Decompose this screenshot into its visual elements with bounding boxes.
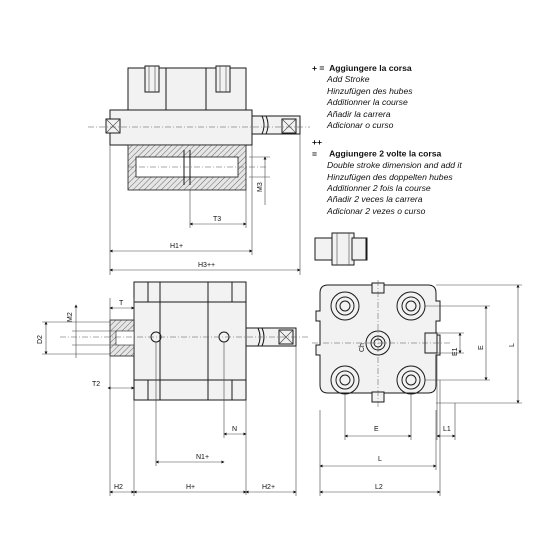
dim-h2-left: H2 <box>114 484 123 491</box>
dim-m3: M3 <box>257 182 264 192</box>
dim-t2: T2 <box>92 381 100 388</box>
legend-plus-line: Añadir la carrera <box>327 108 391 119</box>
dim-l1: L1 <box>443 426 451 433</box>
top-view: M3 T3 H1+ H3++ <box>88 65 310 275</box>
top-view-body <box>109 109 253 146</box>
legend-double-plus-line: Adicionar 2 vezes o curso <box>327 205 426 216</box>
dim-h1-plus: H1+ <box>170 243 183 250</box>
legend-plus-heading: + = Aggiungere la corsa <box>312 63 412 73</box>
stroke-legend: + = Aggiungere la corsa Add Stroke Hinzu… <box>312 63 552 217</box>
dim-e-horizontal: E <box>374 426 379 433</box>
screw-left <box>144 65 160 93</box>
legend-plus-line: Add Stroke <box>327 74 370 85</box>
dim-t: T <box>119 300 124 307</box>
bolt-top-left <box>330 291 360 321</box>
screw-right <box>215 65 231 93</box>
dim-n1-plus: N1+ <box>196 454 209 461</box>
dim-e1: E1 <box>452 347 459 356</box>
legend-plus-line: Adicionar o curso <box>327 120 394 131</box>
dim-n: N <box>232 426 237 433</box>
dim-l2: L2 <box>375 484 383 491</box>
dim-l-horizontal: L <box>378 456 382 463</box>
legend-double-plus-line: Añadir 2 veces la carrera <box>327 194 423 205</box>
dim-l-vertical: L <box>509 343 516 347</box>
legend-plus-line: Hinzufügen des hubes <box>327 85 413 96</box>
dim-m2: M2 <box>67 312 74 322</box>
legend-plus-line: Additionner la course <box>327 97 408 108</box>
front-view: T M2 D2 T2 N N1+ H2 H+ H2+ <box>37 281 310 496</box>
side-profile <box>314 232 368 266</box>
legend-double-plus-heading: ++ = Aggiungere 2 volte la corsa <box>312 137 442 159</box>
dim-d2: D2 <box>37 335 44 344</box>
end-view: Ch E1 E L E L1 L L2 <box>312 280 522 496</box>
legend-double-plus-line: Additionner 2 fois la course <box>327 183 431 194</box>
dim-h-plus: H+ <box>186 484 195 491</box>
dim-h2-plus: H2+ <box>262 484 275 491</box>
dim-ch: Ch <box>359 343 366 352</box>
legend-double-plus-line: Hinzufügen des doppelten hubes <box>327 171 453 182</box>
dim-t3: T3 <box>213 216 221 223</box>
legend-double-plus-line: Double stroke dimension and add it <box>327 160 462 171</box>
dim-h3-plus-plus: H3++ <box>198 262 215 269</box>
dim-e-vertical: E <box>478 345 485 350</box>
